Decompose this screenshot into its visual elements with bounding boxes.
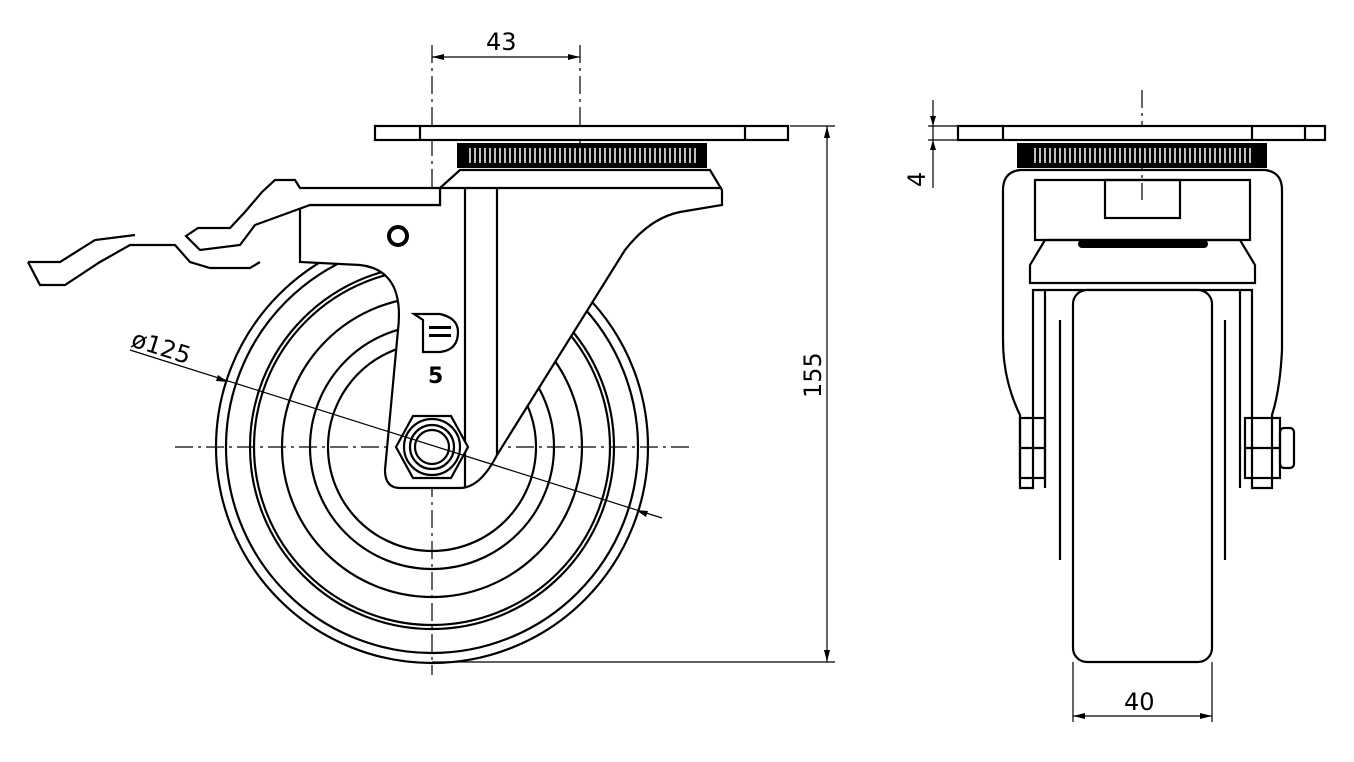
brake-lever	[27, 243, 261, 287]
top-plate	[373, 124, 790, 142]
dimension-plate-thickness-label: 4	[903, 172, 931, 187]
dimension-height-label: 155	[799, 352, 827, 398]
dimension-offset: 43	[432, 28, 580, 60]
wheel-side	[1071, 288, 1214, 664]
fork-bracket	[298, 168, 724, 490]
dimension-plate-thickness: 4	[903, 100, 958, 188]
axle-nut	[394, 414, 470, 480]
dimension-diameter-label: ø125	[128, 325, 194, 370]
logo-number: 5	[428, 364, 443, 389]
fork-side	[1001, 168, 1284, 490]
front-view: 5 43 155 ø125	[27, 28, 835, 675]
brake-pedal	[184, 178, 442, 252]
side-view: 4 40	[903, 90, 1327, 722]
dimension-offset-label: 43	[486, 28, 517, 56]
dimension-height: 155	[432, 125, 835, 663]
dimension-wheel-width: 40	[1072, 662, 1213, 722]
top-plate-side	[956, 124, 1327, 142]
dimension-wheel-width-label: 40	[1124, 688, 1155, 716]
brand-logo: 5	[410, 312, 460, 389]
brake-hole	[387, 225, 409, 247]
